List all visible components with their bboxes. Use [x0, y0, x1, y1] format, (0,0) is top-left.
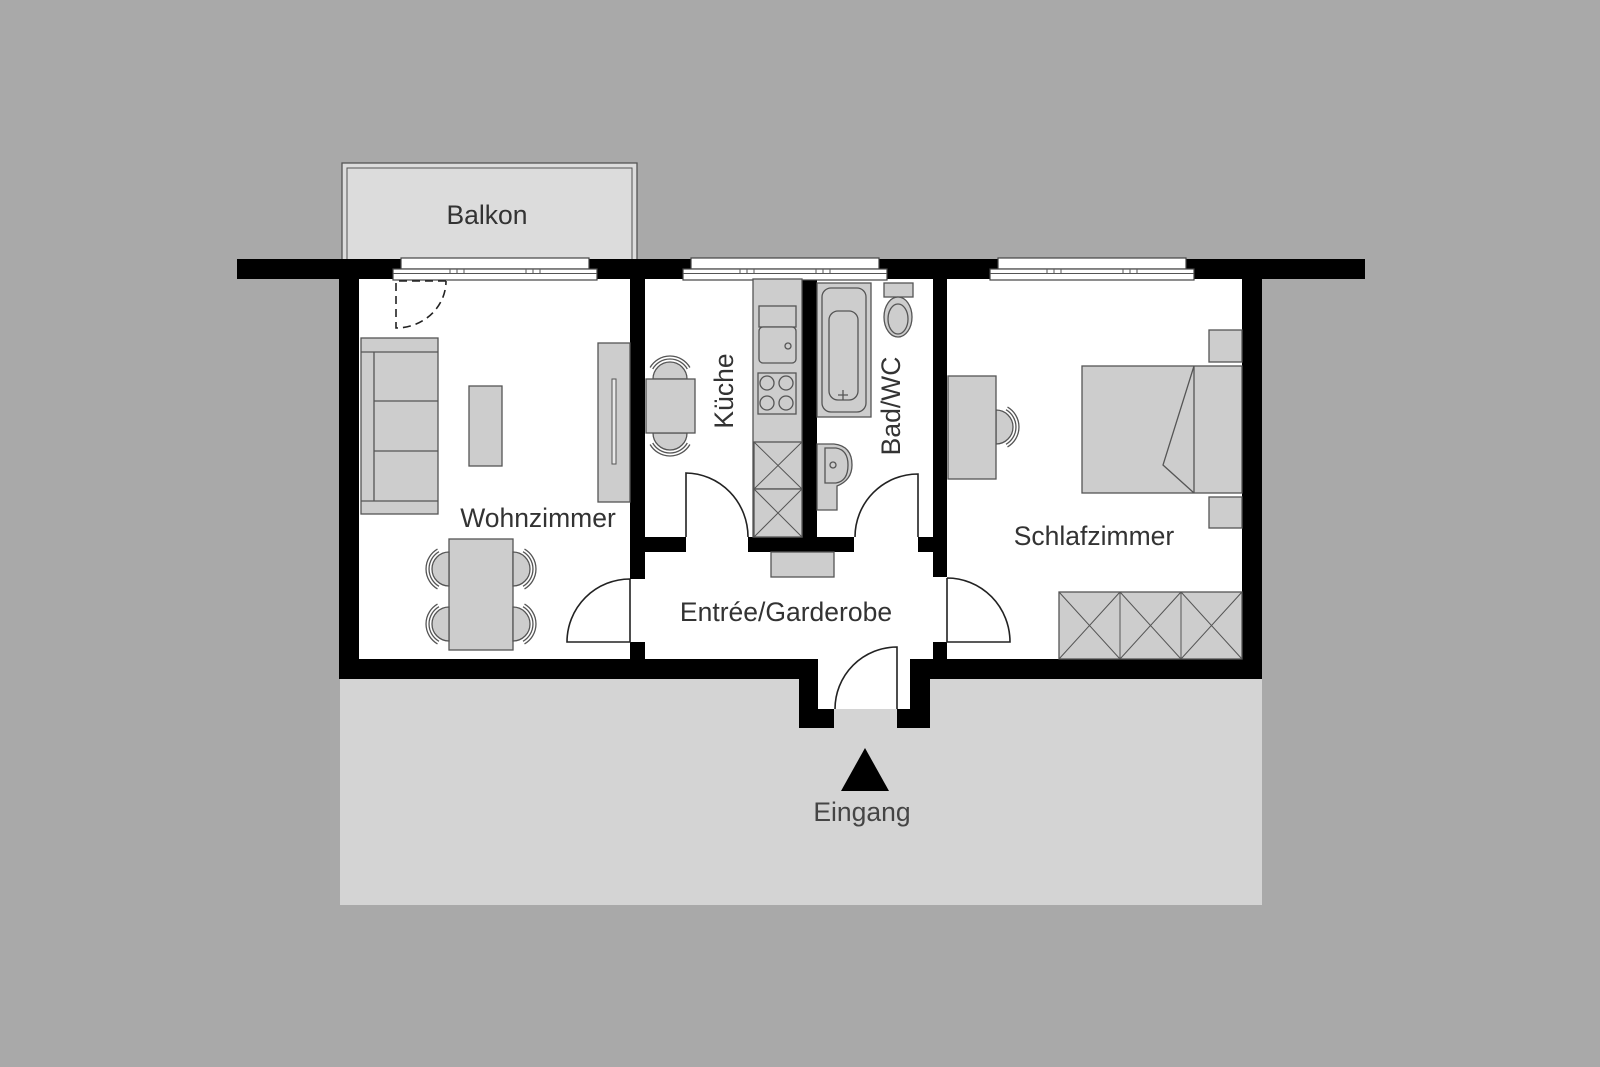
bath-sink-basin [824, 447, 849, 484]
vestibule-foot-left [799, 709, 834, 728]
room-label-entree: Entrée/Garderobe [680, 597, 892, 627]
toilet-bowl [883, 296, 913, 338]
room-label-bad: Bad/WC [876, 357, 906, 456]
kitchen-table [645, 378, 696, 434]
wardrobe-dividers [1119, 592, 1182, 659]
room-label-balkon: Balkon [446, 200, 527, 230]
vestibule-floor [818, 659, 910, 709]
door-entrance [834, 646, 898, 710]
tv-cabinet-handle [611, 378, 617, 465]
kueche-furniture [645, 278, 803, 538]
balcony-door-swing [395, 280, 447, 329]
window-wohnzimmer [392, 257, 598, 281]
wall-left [339, 259, 359, 679]
wall-right [1242, 259, 1262, 679]
sink-drainboard [758, 305, 797, 328]
doors [395, 280, 1011, 710]
bed-blanket-fold [1162, 365, 1195, 494]
wall-kueche-entree-b [748, 537, 854, 552]
bathtub [816, 282, 872, 418]
desk [947, 375, 997, 480]
sink-drain-icon [784, 342, 792, 350]
wall-bad-schlafzimmer [933, 279, 947, 577]
window-kueche-bad [682, 257, 888, 281]
room-label-kueche: Küche [709, 353, 739, 428]
cabinet-cross [753, 488, 803, 538]
burner-icon [759, 375, 775, 391]
wall-wohnzimmer-kueche [630, 279, 645, 579]
bathtub-rim [821, 287, 867, 413]
sofa [360, 337, 439, 515]
wardrobe-cross [1058, 591, 1121, 660]
burner-icon [778, 395, 794, 411]
door-wohnzimmer [566, 578, 631, 643]
stove [757, 372, 797, 415]
wardrobe-cross [1119, 591, 1182, 660]
bad-furniture [816, 282, 914, 511]
window-schlafzimmer [989, 257, 1195, 281]
dining-table [448, 538, 514, 651]
wall-schlafzimmer-entree-stub [933, 642, 947, 659]
wall-kueche-bad [802, 279, 817, 537]
wohnzimmer-furniture [360, 337, 631, 651]
door-kueche [685, 472, 749, 538]
double-bed [1081, 365, 1243, 494]
wall-wohnzimmer-entree-stub [630, 642, 645, 659]
wall-bottom-left [339, 659, 818, 679]
garderobe-shelf [770, 551, 835, 578]
nightstand [1208, 496, 1243, 529]
schlafzimmer-furniture [947, 329, 1243, 660]
burner-icon [778, 375, 794, 391]
room-label-wohnzimmer: Wohnzimmer [460, 503, 616, 533]
vestibule-foot-right [897, 709, 930, 728]
toilet-seat [887, 303, 909, 335]
wall-bottom-right [910, 659, 1262, 679]
door-schlafzimmer [946, 577, 1011, 643]
wardrobe-cross [1180, 591, 1243, 660]
bathtub-drain-icon [838, 390, 848, 400]
burner-icon [759, 395, 775, 411]
bath-sink-drain-icon [829, 461, 837, 469]
toilet-tank [883, 282, 914, 298]
cabinet-cross [753, 441, 803, 490]
kitchen-sink [758, 326, 797, 364]
door-bad [854, 473, 919, 538]
coffee-table [468, 385, 503, 467]
bath-sink [816, 443, 853, 511]
room-label-schlafzimmer: Schlafzimmer [1014, 521, 1175, 551]
nightstand [1208, 329, 1243, 363]
entrance-arrow-icon [841, 748, 889, 791]
sofa-cushion-lines [361, 351, 438, 502]
entrance-label: Eingang [813, 797, 910, 827]
wall-kueche-entree-a [630, 537, 686, 552]
